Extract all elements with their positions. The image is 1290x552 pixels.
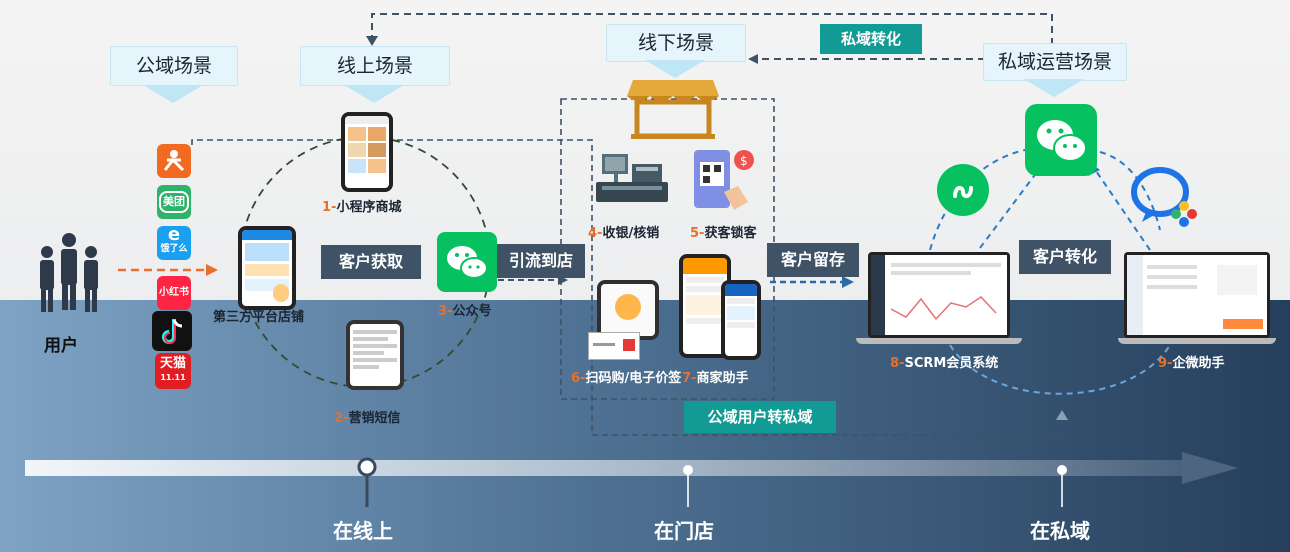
online-scene-funnel bbox=[344, 85, 404, 103]
qr-scan-icon: $ bbox=[694, 150, 754, 210]
bottom-band bbox=[0, 300, 1290, 552]
private-conversion-label: 私域转化 bbox=[820, 24, 922, 54]
meituan-icon: 美团 bbox=[157, 185, 191, 219]
public-domain-tag: 公域场景 bbox=[110, 46, 238, 86]
public-domain-funnel bbox=[143, 85, 203, 103]
node-3-label: 3-公众号 bbox=[438, 304, 492, 319]
node-8-label: 8-SCRM会员系统 bbox=[890, 356, 999, 371]
dianping-icon bbox=[157, 144, 191, 178]
eleme-icon: e 饿了么 bbox=[157, 226, 191, 260]
electronic-price-tag-icon bbox=[588, 332, 640, 360]
retain-arrowhead bbox=[842, 276, 854, 288]
timeline-dot-private bbox=[1057, 465, 1067, 475]
timeline-label-online: 在线上 bbox=[333, 519, 393, 543]
mini-program-phone bbox=[341, 112, 393, 192]
scan-buy-phone bbox=[597, 280, 659, 340]
third-party-store-label: 第三方平台店铺 bbox=[213, 310, 305, 325]
timeline-bar bbox=[25, 460, 1185, 476]
user-arrowhead bbox=[206, 264, 218, 276]
tmall-icon: 天猫 11.11 bbox=[155, 353, 191, 389]
user-label: 用户 bbox=[44, 336, 78, 356]
private-ops-funnel bbox=[1024, 79, 1084, 97]
customer-retain-label: 客户留存 bbox=[767, 243, 859, 277]
wecom-assistant-laptop bbox=[1118, 252, 1276, 346]
wechat-official-account-icon bbox=[437, 232, 497, 292]
node-7-label: 7-商家助手 bbox=[682, 371, 749, 386]
users-icon bbox=[40, 233, 98, 312]
timeline-label-private: 在私域 bbox=[1030, 519, 1090, 543]
merchant-assistant-phone-small bbox=[721, 280, 761, 360]
wechat-icon bbox=[1025, 104, 1097, 176]
drain-to-store-label: 引流到店 bbox=[497, 244, 585, 278]
private-arrowhead bbox=[1056, 410, 1068, 420]
xiaohongshu-icon: 小红书 bbox=[157, 276, 191, 310]
offline-arrowhead bbox=[748, 54, 758, 64]
node-5-label: 5-获客锁客 bbox=[690, 226, 757, 241]
feedback-loop-line bbox=[371, 13, 1053, 45]
feedback-arrowhead bbox=[366, 36, 378, 46]
public-to-private-line bbox=[191, 139, 1063, 436]
ring-arc-bottom bbox=[949, 344, 1171, 395]
svg-text:$: $ bbox=[740, 154, 748, 168]
timeline-arrowhead bbox=[1182, 452, 1238, 484]
convert-line-left bbox=[979, 167, 1041, 249]
customer-convert-label: 客户转化 bbox=[1019, 240, 1111, 274]
private-ops-scene-tag: 私域运营场景 bbox=[983, 43, 1127, 81]
sms-phone bbox=[346, 320, 404, 390]
offline-scene-tag: 线下场景 bbox=[606, 24, 746, 62]
customer-acquire-label: 客户获取 bbox=[321, 245, 421, 279]
node-1-label: 1-小程序商城 bbox=[322, 200, 402, 215]
convert-line-right bbox=[1093, 167, 1151, 251]
public-to-private-label: 公域用户转私域 bbox=[684, 401, 836, 433]
scrm-laptop bbox=[856, 252, 1022, 346]
node-2-label: 2-营销短信 bbox=[334, 411, 401, 426]
douyin-icon bbox=[152, 311, 192, 351]
cashier-register-icon bbox=[596, 154, 668, 202]
offline-scene-funnel bbox=[645, 60, 705, 78]
node-4-label: 4-收银/核销 bbox=[588, 226, 660, 241]
store-icon bbox=[627, 80, 719, 139]
timeline-label-store: 在门店 bbox=[654, 519, 714, 543]
node-9-label: 9-企微助手 bbox=[1158, 356, 1225, 371]
online-scene-tag: 线上场景 bbox=[300, 46, 450, 86]
node-6-label: 6-扫码购/电子价签 bbox=[571, 371, 682, 386]
third-party-store-phone bbox=[238, 226, 296, 310]
mini-program-icon bbox=[937, 164, 989, 216]
wecom-icon bbox=[1131, 167, 1197, 227]
timeline-dot-online bbox=[357, 457, 377, 477]
timeline-dot-store bbox=[683, 465, 693, 475]
